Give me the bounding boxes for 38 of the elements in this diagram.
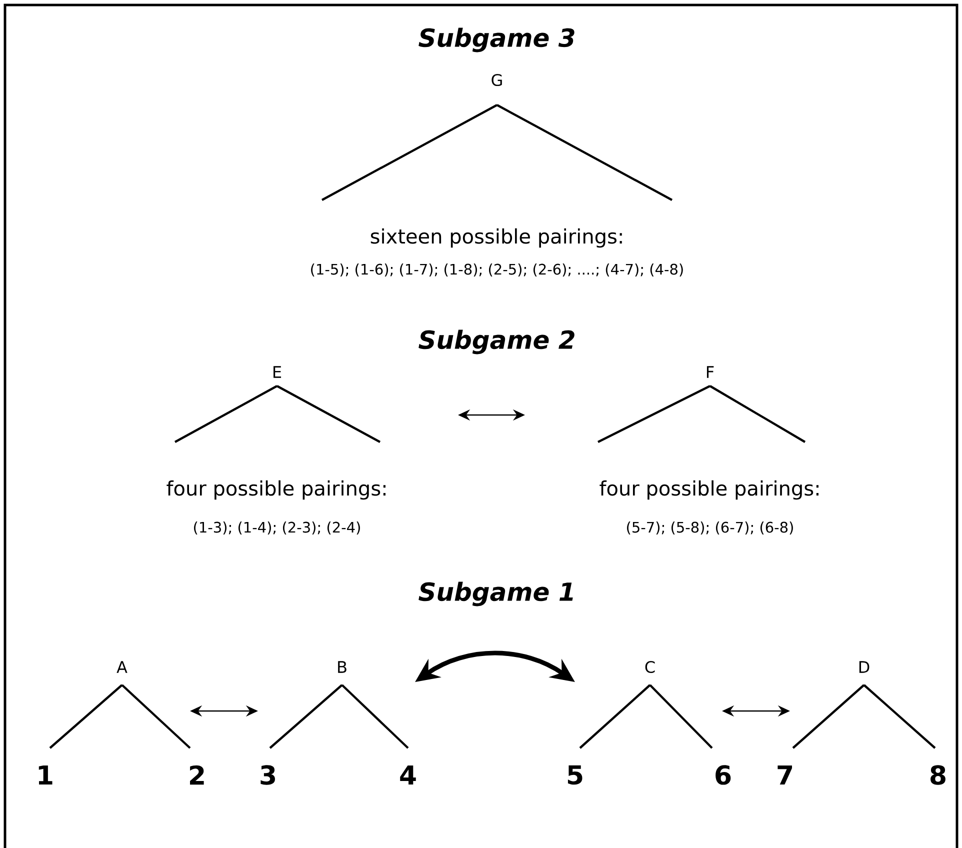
tree-branch bbox=[709, 385, 806, 443]
subgame-heading: Subgame 3 bbox=[418, 28, 574, 52]
tree-branch bbox=[579, 684, 651, 749]
decision-node-label: E bbox=[274, 366, 282, 378]
tree-branch bbox=[276, 385, 381, 443]
leaf-number: 6 bbox=[716, 765, 731, 785]
leaf-number: 5 bbox=[568, 765, 582, 785]
pairings-caption: four possible pairings: bbox=[166, 480, 386, 500]
subgame-heading: Subgame 2 bbox=[418, 330, 574, 354]
decision-node-label: B bbox=[338, 661, 346, 673]
leaf-number: 8 bbox=[930, 765, 946, 785]
pairings-list: (1-3); (1-4); (2-3); (2-4) bbox=[194, 522, 360, 534]
leaf-number: 2 bbox=[190, 765, 204, 785]
tree-branch bbox=[598, 385, 710, 443]
subgame-heading: Subgame 1 bbox=[418, 582, 573, 606]
tree-branch bbox=[496, 104, 673, 201]
leaf-number: 1 bbox=[38, 766, 52, 784]
tree-branch bbox=[863, 684, 936, 749]
tree-branch bbox=[121, 684, 191, 749]
leaf-number: 3 bbox=[260, 765, 275, 785]
tree-branch bbox=[269, 684, 343, 749]
decision-node-label: A bbox=[116, 661, 128, 673]
tree-branch bbox=[49, 684, 123, 749]
tree-branch bbox=[649, 684, 713, 749]
tree-branch bbox=[174, 385, 278, 443]
leaf-number: 4 bbox=[400, 766, 416, 784]
pairings-caption: four possible pairings: bbox=[600, 480, 818, 500]
tree-branch bbox=[321, 104, 498, 201]
tree-branch bbox=[341, 684, 409, 749]
pairings-list: (1-5); (1-6); (1-7); (1-8); (2-5); (2-6); ....; (4-7); (4-8) bbox=[311, 264, 683, 276]
decision-node-label: F bbox=[706, 366, 714, 378]
tree-branch bbox=[792, 684, 865, 749]
pairings-caption: sixteen possible pairings: bbox=[370, 228, 622, 248]
leaf-number: 7 bbox=[778, 766, 792, 784]
decision-node-label: D bbox=[859, 661, 870, 673]
decision-node-label: C bbox=[645, 660, 655, 674]
decision-node-label: G bbox=[492, 74, 502, 86]
pairings-list: (5-7); (5-8); (6-7); (6-8) bbox=[627, 522, 793, 534]
